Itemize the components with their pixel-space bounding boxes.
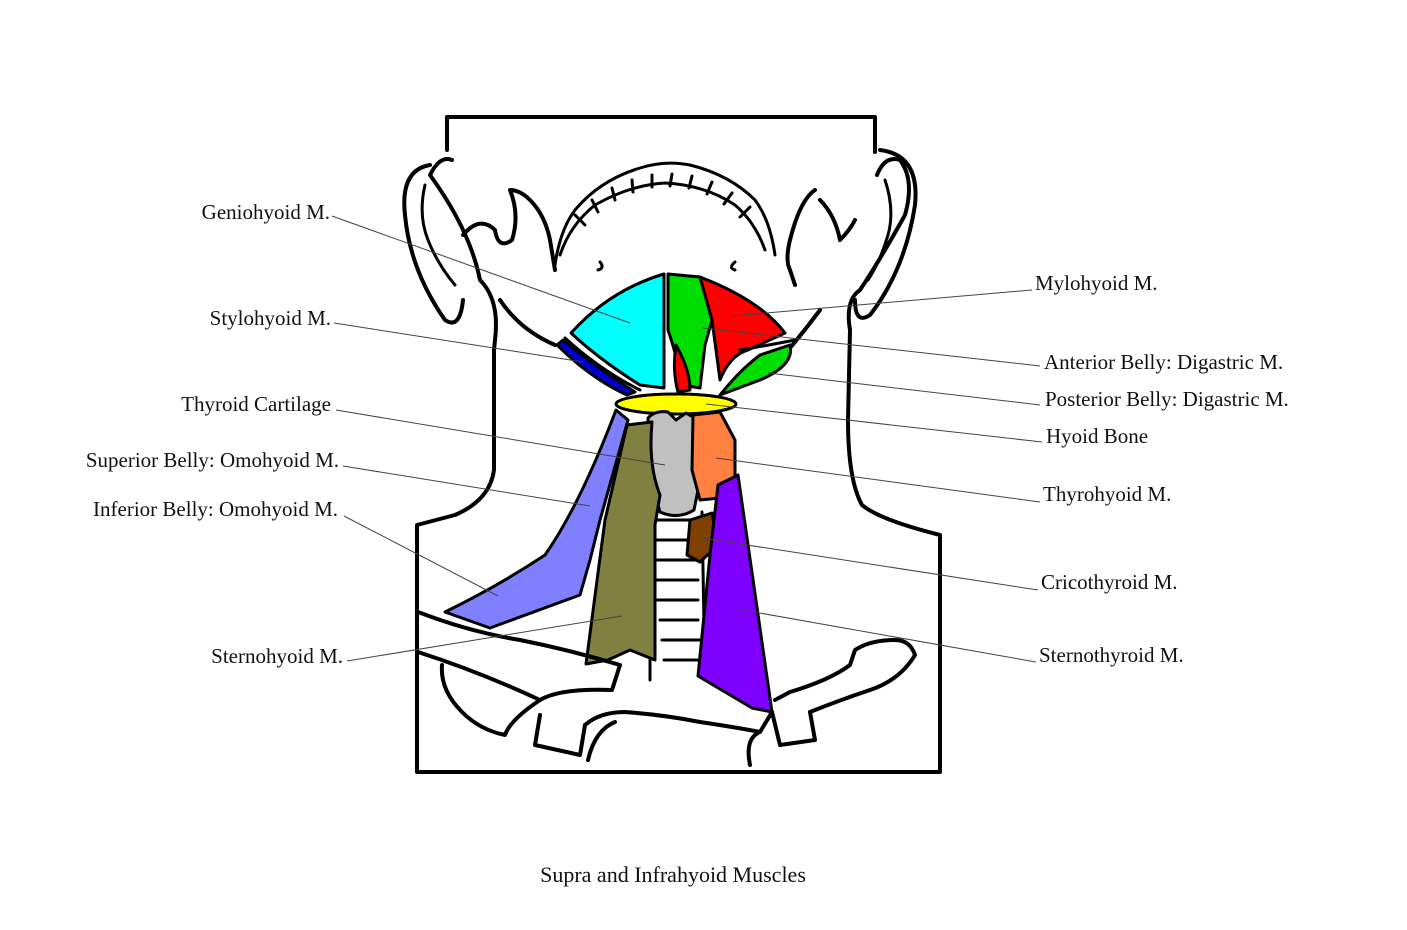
hyoid-bone <box>614 392 738 416</box>
label-sternothyroid: Sternothyroid M. <box>1039 643 1184 667</box>
sternohyoid-muscle <box>584 420 662 666</box>
clavicles <box>416 610 917 767</box>
stylohyoid-muscle <box>555 338 637 397</box>
suprahyoid-region <box>555 272 797 397</box>
label-thyrohyoid: Thyrohyoid M. <box>1043 482 1171 506</box>
geniohyoid-muscle <box>569 272 666 390</box>
head-neck-outline <box>402 115 942 774</box>
label-cricothyroid: Cricothyroid M. <box>1041 570 1178 594</box>
posterior-digastric-muscle <box>718 343 793 397</box>
larynx-trachea <box>646 410 707 682</box>
label-mylohyoid: Mylohyoid M. <box>1035 271 1158 295</box>
diagram-caption: Supra and Infrahyoid Muscles <box>540 862 806 887</box>
omohyoid-superior-belly <box>443 408 630 630</box>
leader-lines <box>331 215 1043 663</box>
label-posterior-digastric: Posterior Belly: Digastric M. <box>1045 387 1289 411</box>
label-sternohyoid: Sternohyoid M. <box>211 644 343 668</box>
label-geniohyoid: Geniohyoid M. <box>202 200 330 224</box>
anterior-digastric-lower <box>672 343 692 394</box>
sternothyroid-muscle <box>696 473 774 714</box>
label-stylohyoid: Stylohyoid M. <box>210 306 331 330</box>
label-anterior-digastric: Anterior Belly: Digastric M. <box>1044 350 1283 374</box>
label-inferior-omohyoid: Inferior Belly: Omohyoid M. <box>93 497 338 521</box>
anterior-digastric-muscle <box>698 275 787 382</box>
label-hyoid-bone: Hyoid Bone <box>1046 424 1148 448</box>
label-thyroid-cartilage: Thyroid Cartilage <box>181 392 331 416</box>
label-superior-omohyoid: Superior Belly: Omohyoid M. <box>86 448 339 472</box>
